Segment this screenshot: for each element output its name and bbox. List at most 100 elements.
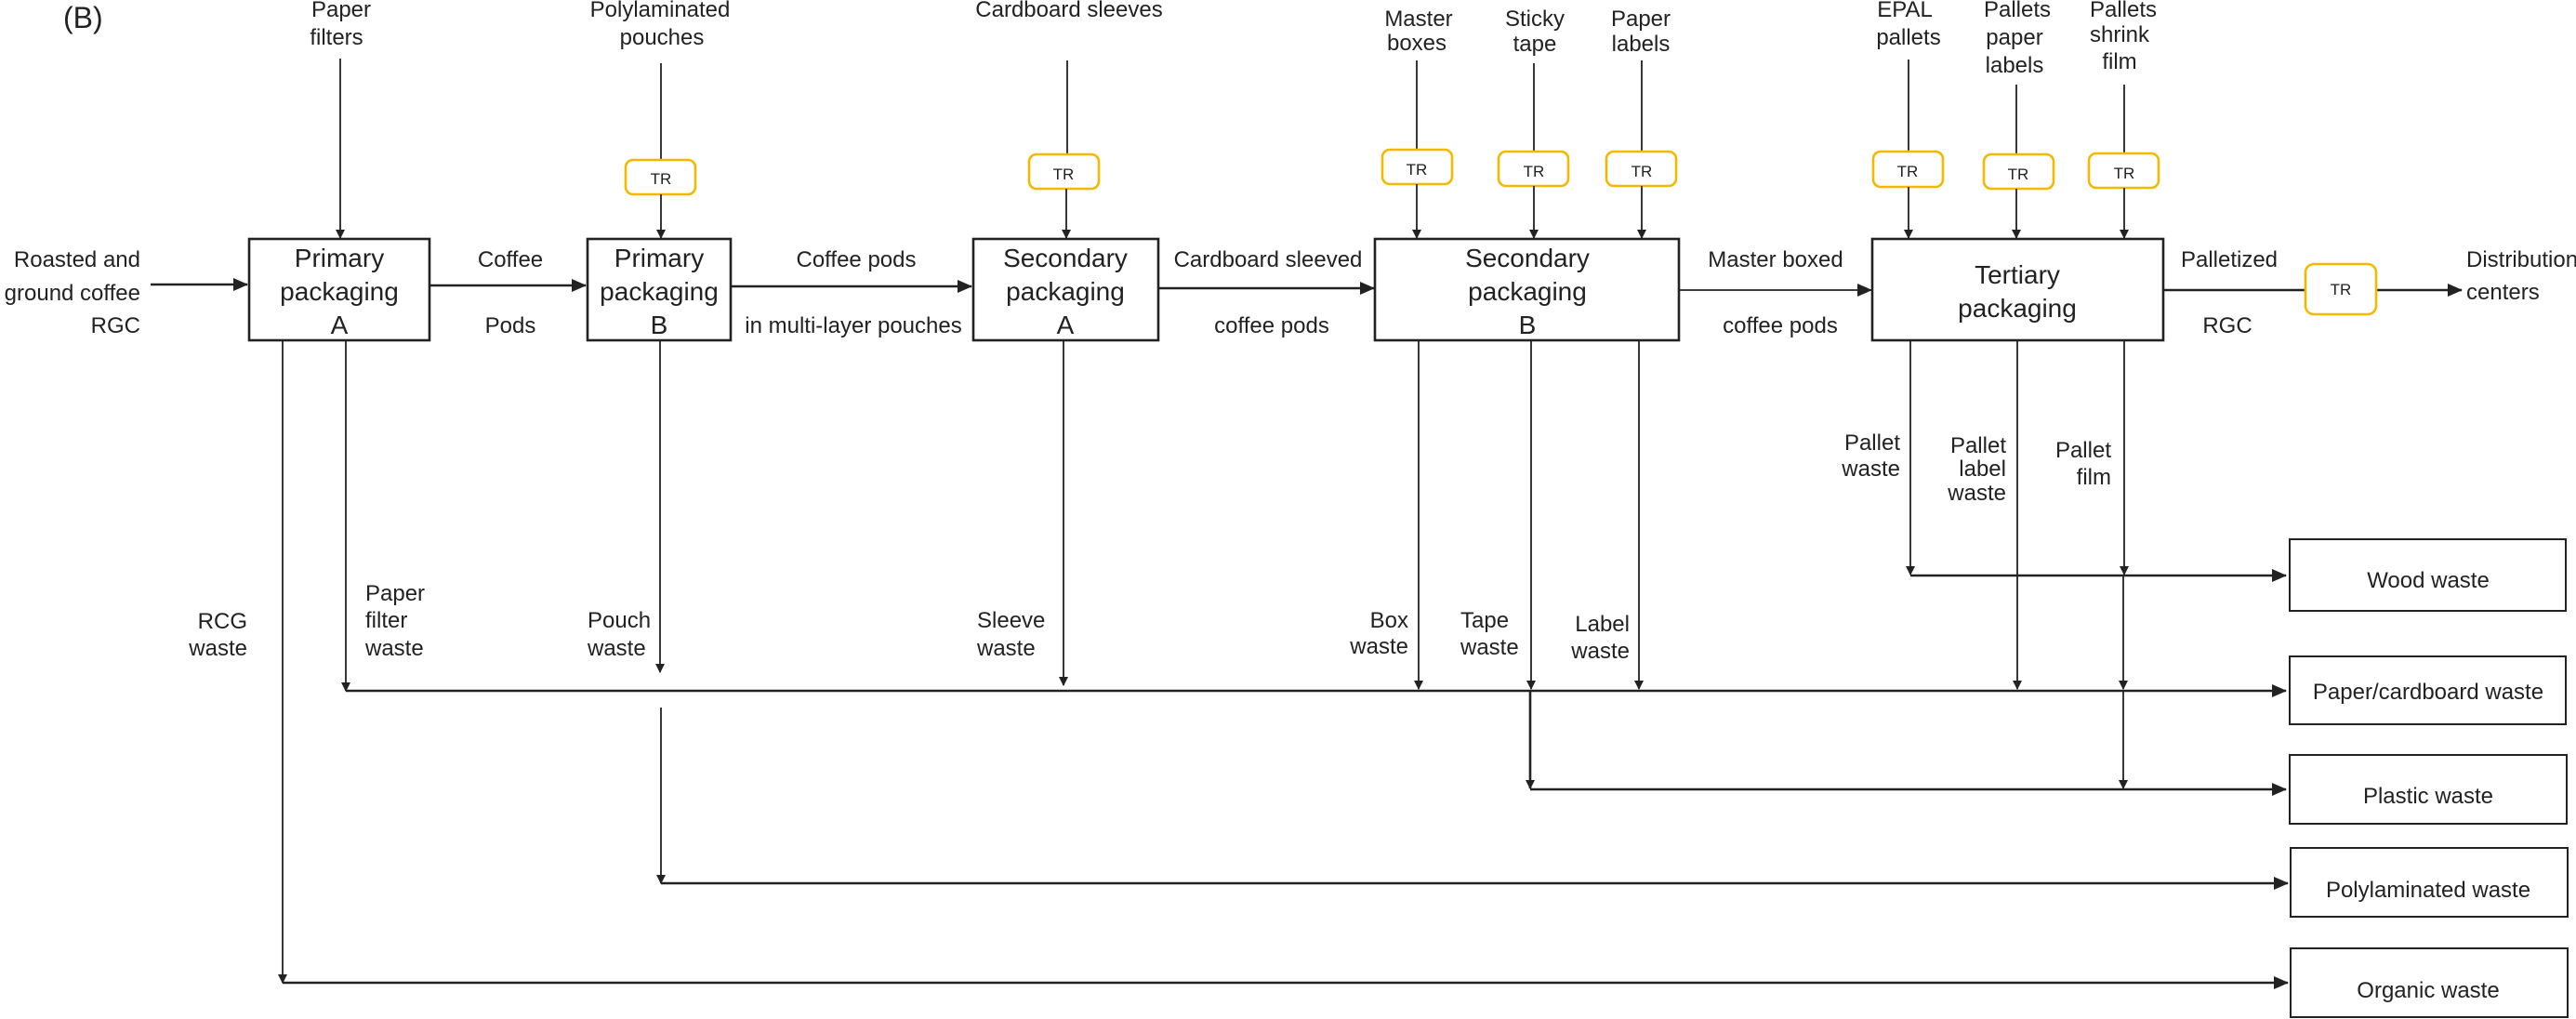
waste-category-organic: Organic waste [2290, 947, 2569, 1018]
waste-label-line: RCG [198, 609, 247, 634]
process-label-line: packaging [1006, 277, 1125, 306]
waste-label-line: waste [1349, 634, 1408, 659]
process-label-line: A [1057, 311, 1075, 339]
material-label-line: paper [1986, 25, 2042, 50]
output-label: Distribution centers [2466, 247, 2576, 305]
transport-box [2304, 262, 2378, 316]
waste-label-line: waste [1947, 481, 2006, 506]
material-label-line: EPAL [1877, 0, 1933, 22]
waste-stream-label: Label waste [1570, 340, 1644, 690]
waste-category-box [2290, 947, 2569, 1018]
waste-stream-pouch: Pouch waste [587, 340, 666, 884]
output-label-line: centers [2466, 280, 2540, 305]
material-label-line: Sticky [1505, 7, 1565, 32]
material-label-line: shrink [2090, 22, 2150, 47]
waste-stream-paper-filter: Paper filter waste [341, 340, 425, 692]
process-primary-b: Primary packaging B [586, 237, 733, 342]
material-label-line: Paper [1611, 7, 1671, 32]
process-box [1870, 237, 2165, 342]
transport-label: TR [1407, 161, 1428, 179]
waste-stream-sleeve: Sleeve waste [976, 340, 1068, 686]
flow-label-bottom: RGC [2202, 313, 2252, 338]
waste-label-line: waste [1570, 639, 1630, 664]
material-input-paper-labels: Paper labels TR [1605, 7, 1678, 239]
waste-label-line: waste [587, 636, 646, 661]
material-label-line: pouches [620, 25, 705, 50]
flow-label-top: Coffee pods [797, 247, 917, 272]
material-label-line: labels [1612, 32, 1671, 57]
waste-category-label: Plastic waste [2363, 784, 2493, 809]
output-label-line: Distribution [2466, 247, 2576, 272]
material-label-line: filters [310, 25, 363, 50]
waste-category-paper-cardboard: Paper/cardboard waste [2289, 655, 2567, 725]
waste-label-line: Pallet [1950, 433, 2006, 458]
process-label-line: Primary [295, 244, 384, 272]
transport-label: TR [2114, 165, 2135, 182]
material-label-line: film [2102, 49, 2136, 74]
process-label-line: B [1519, 311, 1537, 339]
waste-label-line: filter [365, 608, 407, 633]
material-label-line: labels [1986, 53, 2044, 78]
process-label-line: packaging [280, 277, 399, 306]
process-label-line: packaging [1468, 277, 1587, 306]
waste-category-box [2289, 655, 2567, 725]
transport-box [1982, 152, 2055, 191]
waste-category-box [2289, 754, 2568, 825]
material-label-line: Paper [311, 0, 371, 22]
process-box [971, 237, 1160, 342]
waste-label-line: Sleeve [977, 608, 1045, 633]
waste-stream-box: Box waste [1349, 340, 1423, 690]
waste-category-box [2290, 847, 2569, 918]
material-label-line: tape [1513, 32, 1557, 57]
material-input-paper-filters: Paper filters [310, 0, 371, 239]
material-input-sticky-tape: Sticky tape TR [1497, 7, 1570, 239]
waste-stream-rcg: RCG waste [188, 340, 287, 984]
material-label-line: Master [1384, 7, 1452, 32]
waste-stream-pallet-label: Pallet label waste [1947, 340, 2022, 690]
panel-label: (B) [63, 1, 103, 34]
material-label-line: Pallets [1984, 0, 2051, 22]
waste-label-line: waste [188, 636, 247, 661]
waste-label-line: film [2077, 465, 2111, 490]
process-label-line: packaging [1958, 294, 2077, 323]
waste-label-line: Pallet [2055, 438, 2111, 463]
waste-label-line: waste [1460, 635, 1519, 660]
waste-label-line: waste [976, 636, 1036, 661]
material-label-line: boxes [1387, 31, 1447, 56]
input-label-line: RGC [91, 313, 140, 338]
waste-label-line: Pouch [588, 608, 651, 633]
flow-label-top: Master boxed [1708, 247, 1843, 272]
material-input-epal-pallets: EPAL pallets TR [1871, 0, 1945, 239]
input-label: Roasted and ground coffee RGC [5, 247, 140, 338]
transport-box [1027, 152, 1101, 191]
process-label-line: Tertiary [1975, 260, 2060, 289]
waste-category-box [2289, 538, 2567, 612]
process-box [586, 237, 733, 342]
transport-label: TR [1897, 163, 1919, 180]
flow-label-bottom: in multi-layer pouches [745, 313, 961, 338]
waste-category-plastic: Plastic waste [2289, 754, 2568, 825]
material-input-pallets-shrink-film: Pallets shrink film TR [2087, 0, 2160, 239]
material-input-master-boxes: Master boxes TR [1380, 7, 1454, 239]
flow-labels: Coffee Pods Coffee pods in multi-layer p… [478, 247, 2278, 338]
transport-label: TR [1524, 163, 1545, 180]
waste-label-line: waste [364, 636, 424, 661]
transport-label: TR [651, 170, 672, 188]
waste-category-wood: Wood waste [2289, 538, 2567, 612]
material-label-line: pallets [1876, 25, 1940, 50]
flow-label-top: Palletized [2181, 247, 2278, 272]
waste-category-label: Organic waste [2357, 978, 2499, 1003]
waste-label-line: Paper [365, 581, 425, 606]
waste-label-line: Label [1575, 612, 1630, 637]
process-label-line: A [331, 311, 349, 339]
process-box [247, 237, 431, 342]
process-label-line: Secondary [1003, 244, 1128, 272]
material-label-line: Pallets [2090, 0, 2157, 22]
flow-label-bottom: coffee pods [1214, 313, 1329, 338]
transport-label: TR [2008, 165, 2029, 183]
waste-label-line: Box [1370, 608, 1408, 633]
material-label-line: Polylaminated [590, 0, 731, 22]
waste-label-line: Pallet [1844, 430, 1900, 456]
process-label-line: Primary [614, 244, 704, 272]
